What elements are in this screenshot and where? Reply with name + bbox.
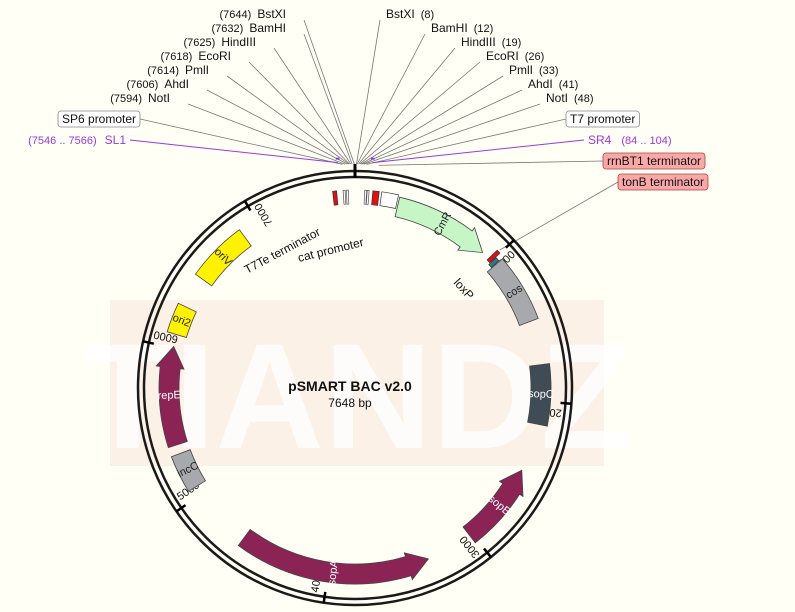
- site-name-right[interactable]: NotI: [546, 91, 568, 105]
- site-position-left: (7594): [110, 93, 142, 105]
- feature-label: sopA: [326, 559, 341, 586]
- site-leader: [303, 33, 353, 165]
- feature-label: sopC: [528, 388, 554, 401]
- site-position-right: (41): [559, 79, 579, 91]
- site-position-right: (19): [502, 37, 522, 49]
- feature-ori2[interactable]: [166, 302, 197, 338]
- site-position-right: (33): [539, 65, 559, 77]
- feature-sopa[interactable]: [237, 528, 430, 585]
- site-position-left: (7625): [184, 37, 216, 49]
- primer-range: (7546 .. 7566): [28, 135, 97, 147]
- site-leader: [206, 89, 348, 165]
- site-name-right[interactable]: EcoRI: [486, 49, 519, 63]
- feature-cos[interactable]: [486, 258, 539, 327]
- feature-sopb[interactable]: [462, 469, 524, 544]
- tick-mark: [483, 547, 492, 558]
- boxed-label-text: rrnBT1 terminator: [607, 154, 701, 168]
- boxed-label-terminator[interactable]: tonB terminator: [617, 173, 709, 191]
- site-name-left[interactable]: AhdI: [164, 77, 189, 91]
- site-leader: [359, 61, 481, 165]
- tick-mark: [322, 591, 327, 603]
- feature-repe[interactable]: [155, 345, 188, 449]
- small-feature-loxp[interactable]: [488, 257, 500, 268]
- small-feature-promoter[interactable]: [379, 191, 400, 209]
- site-position-right: (26): [525, 51, 545, 63]
- site-name-left[interactable]: NotI: [148, 91, 170, 105]
- tick-mark: [504, 239, 515, 249]
- small-feature-terminator[interactable]: [371, 190, 380, 206]
- boxed-label-leader: [139, 118, 343, 165]
- small-feature-marker: [346, 189, 350, 205]
- site-position-left: (7618): [161, 51, 193, 63]
- tick-mark: [243, 200, 252, 212]
- boxed-label-text: tonB terminator: [622, 175, 704, 189]
- site-leader: [363, 103, 541, 165]
- small-feature-terminator[interactable]: [332, 190, 339, 206]
- boxed-label-promoter[interactable]: T7 promoter: [565, 110, 640, 128]
- tick-label: 7000: [253, 201, 276, 228]
- primer-leader: [372, 139, 585, 164]
- site-position-left: (7644): [220, 9, 252, 21]
- site-name-left[interactable]: BamHI: [249, 21, 286, 35]
- site-position-right: (48): [574, 93, 594, 105]
- site-leader: [358, 47, 456, 165]
- site-position-left: (7614): [147, 65, 179, 77]
- small-feature-marker: [363, 189, 368, 205]
- site-position-left: (7606): [127, 79, 159, 91]
- site-leader: [187, 103, 346, 165]
- boxed-label-bg: [617, 173, 709, 191]
- feature-cmr[interactable]: [394, 196, 484, 254]
- tick-mark: [560, 401, 572, 405]
- primer-leader: [129, 139, 338, 164]
- site-name-right[interactable]: PmlI: [509, 63, 533, 77]
- boxed-label-leader: [366, 118, 567, 165]
- small-feature-label: loxP: [451, 276, 477, 303]
- feature-sopc[interactable]: [527, 363, 552, 427]
- site-name-left[interactable]: PmlI: [185, 63, 209, 77]
- feature-oriv[interactable]: [194, 229, 252, 287]
- site-leader: [362, 89, 523, 165]
- boxed-label-promoter[interactable]: SP6 promoter: [57, 110, 141, 128]
- plasmid-length: 7648 bp: [328, 396, 372, 410]
- boxed-label-bg: [565, 110, 640, 128]
- site-leader: [303, 19, 355, 165]
- site-leader: [356, 19, 381, 165]
- watermark-box: [110, 300, 604, 466]
- site-name-right[interactable]: AhdI: [528, 77, 553, 91]
- site-name-right[interactable]: BstXI: [386, 7, 415, 21]
- feature-label: repE: [157, 389, 181, 402]
- boxed-label-leader: [378, 160, 604, 166]
- boxed-label-terminator[interactable]: rrnBT1 terminator: [602, 152, 706, 170]
- boxed-label-bg: [57, 110, 141, 128]
- primer-name[interactable]: SR4: [588, 133, 612, 147]
- small-feature-marker: [342, 189, 347, 205]
- plasmid-name: pSMART BAC v2.0: [288, 378, 412, 394]
- tick-mark: [175, 504, 187, 513]
- site-name-left[interactable]: HindIII: [221, 35, 256, 49]
- site-leader: [226, 75, 349, 165]
- boxed-label-bg: [602, 152, 706, 170]
- site-name-left[interactable]: EcoRI: [198, 49, 231, 63]
- boxed-label-text: T7 promoter: [570, 112, 635, 126]
- site-leader: [248, 61, 350, 165]
- site-name-left[interactable]: BstXI: [257, 7, 286, 21]
- boxed-label-text: SP6 promoter: [62, 112, 136, 126]
- boxed-label-leader: [499, 181, 619, 251]
- site-name-right[interactable]: HindIII: [461, 35, 496, 49]
- primer-range: (84 .. 104): [621, 135, 671, 147]
- primer-name[interactable]: SL1: [105, 133, 127, 147]
- site-position-left: (7632): [212, 23, 244, 35]
- site-leader: [356, 33, 426, 165]
- small-feature-marker: [365, 190, 370, 205]
- feature-incc[interactable]: [170, 449, 207, 492]
- site-leader: [360, 75, 504, 165]
- site-name-right[interactable]: BamHI: [431, 21, 468, 35]
- small-feature-terminator[interactable]: [486, 249, 501, 264]
- site-position-right: (12): [474, 23, 494, 35]
- site-leader: [273, 47, 352, 165]
- tick-mark: [142, 340, 155, 345]
- site-position-right: (8): [421, 9, 434, 21]
